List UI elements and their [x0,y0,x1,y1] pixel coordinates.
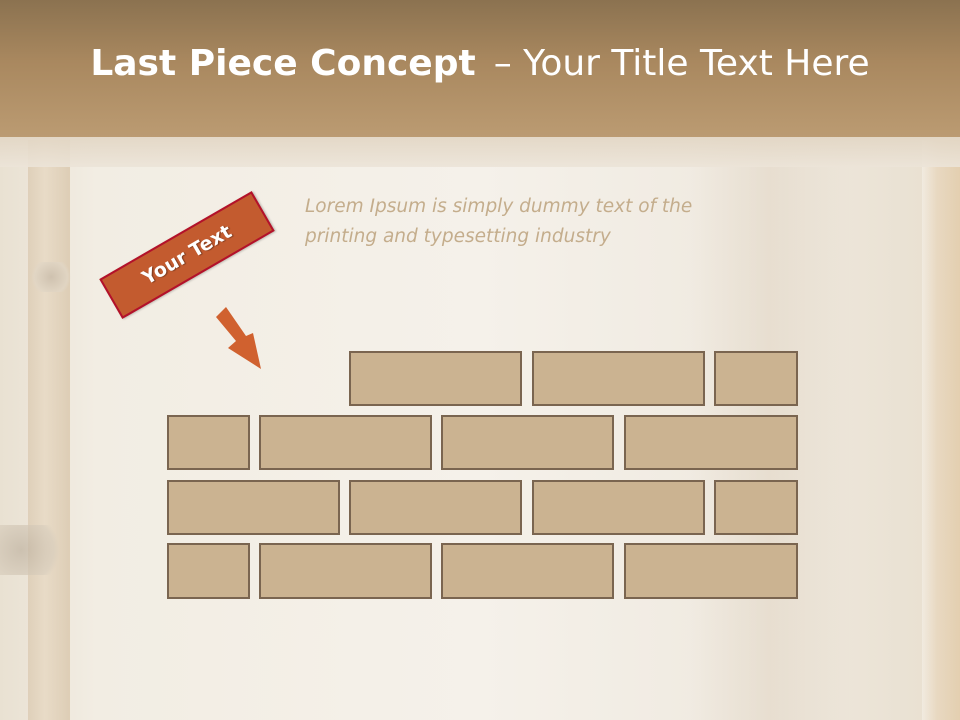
brick[interactable] [714,480,798,535]
title-rest: – Your Title Text Here [493,43,870,84]
body-text[interactable]: Lorem Ipsum is simply dummy text of the … [305,192,745,252]
brick[interactable] [532,480,705,535]
header-band [0,137,960,167]
brick[interactable] [349,480,522,535]
background-valve [28,262,74,292]
title-bold: Last Piece Concept [90,43,476,84]
title-bar: Last Piece Concept – Your Title Text Here [0,0,960,137]
brick[interactable] [259,543,432,599]
your-text-tag[interactable]: Your Text [99,191,275,319]
body-text-line-1: Lorem Ipsum is simply dummy text of the [305,196,693,217]
slide-title[interactable]: Last Piece Concept – Your Title Text Here [90,43,869,84]
brick[interactable] [624,543,798,599]
brick[interactable] [441,543,614,599]
brick[interactable] [624,415,798,470]
brick[interactable] [349,351,522,406]
body-text-line-2: printing and typesetting industry [305,226,611,247]
brick[interactable] [532,351,705,406]
background-frame [922,140,960,720]
down-right-arrow-icon [216,307,261,369]
brick[interactable] [167,415,250,470]
brick[interactable] [441,415,614,470]
brick[interactable] [259,415,432,470]
brick[interactable] [714,351,798,406]
brick[interactable] [167,480,340,535]
background-fitting [0,525,70,575]
tag-label: Your Text [138,220,236,290]
brick[interactable] [167,543,250,599]
background-pipe [28,140,70,720]
